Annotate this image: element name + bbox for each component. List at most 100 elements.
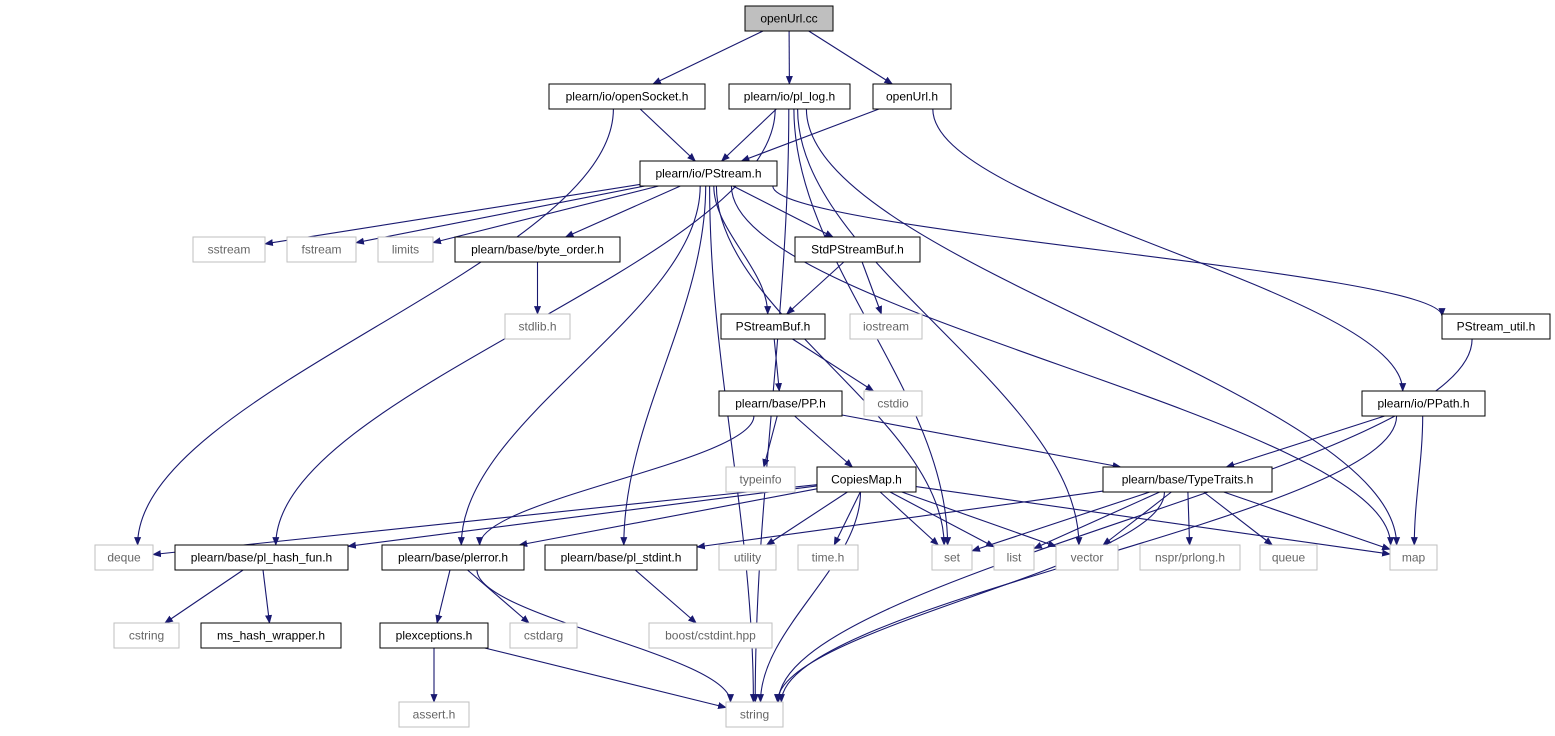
node-box	[379, 622, 489, 649]
edge-StdPStreamBuf_h-to-iostream	[861, 261, 882, 315]
edge-TypeTraits_h-to-set	[971, 491, 1150, 552]
node-box	[1102, 466, 1273, 493]
edge-CopiesMap_h-to-map	[915, 486, 1391, 557]
node-pl-stdint-h[interactable]: plearn/base/pl_stdint.h	[544, 544, 698, 571]
node-boost-cstdint-hpp: boost/cstdint.hpp	[648, 622, 773, 649]
node-box	[863, 390, 923, 417]
node-label: plearn/base/byte_order.h	[471, 243, 604, 257]
node-box	[94, 544, 154, 571]
node-label: plearn/io/PStream.h	[655, 167, 761, 181]
node-nspr-prlong-h: nspr/prlong.h	[1139, 544, 1241, 571]
node-vector: vector	[1055, 544, 1119, 571]
node-label: openUrl.cc	[760, 12, 817, 26]
node-CopiesMap-h[interactable]: CopiesMap.h	[816, 466, 917, 493]
edge-openUrl_cc-to-openUrl_h	[808, 30, 894, 85]
edge-CopiesMap_h-to-list	[889, 491, 995, 548]
node-label: iostream	[863, 320, 909, 334]
edge-openSocket_h-to-PStream_h	[639, 108, 696, 162]
edge-PStream_h-to-map	[730, 185, 1395, 546]
node-utility: utility	[718, 544, 777, 571]
node-box	[639, 160, 778, 187]
node-label: PStreamBuf.h	[736, 320, 811, 334]
node-label: fstream	[301, 243, 341, 257]
edge-openUrl_h-to-PPath_h	[932, 108, 1407, 392]
node-label: map	[1402, 551, 1426, 565]
edge-PP_h-to-CopiesMap_h	[794, 415, 854, 468]
edge-PP_h-to-plerror_h	[476, 415, 755, 546]
edge-plerror_h-to-plexceptions_h	[435, 569, 451, 624]
node-byte-order-h[interactable]: plearn/base/byte_order.h	[454, 236, 621, 263]
node-box	[1259, 544, 1318, 571]
node-label: plearn/io/PPath.h	[1377, 397, 1469, 411]
edge-pl_hash_fun_h-to-cstring	[164, 569, 244, 624]
node-box	[728, 83, 851, 110]
edge-PStreamBuf_h-to-PP_h	[773, 338, 783, 392]
edge-TypeTraits_h-to-vector	[1102, 491, 1172, 546]
node-box	[381, 544, 525, 571]
edge-plerror_h-to-cstdarg	[467, 569, 530, 624]
node-StdPStreamBuf-h[interactable]: StdPStreamBuf.h	[794, 236, 921, 263]
node-openUrl-cc[interactable]: openUrl.cc	[744, 5, 834, 32]
node-box	[718, 544, 777, 571]
node-label: string	[740, 708, 769, 722]
node-box	[993, 544, 1035, 571]
edge-PPath_h-to-map	[1410, 415, 1424, 546]
node-box	[648, 622, 773, 649]
node-label: utility	[734, 551, 761, 565]
node-PStreamBuf-h[interactable]: PStreamBuf.h	[720, 313, 826, 340]
node-openUrl-h[interactable]: openUrl.h	[872, 83, 952, 110]
node-label: StdPStreamBuf.h	[811, 243, 904, 257]
dependency-edges	[134, 30, 1473, 710]
node-sstream: sstream	[192, 236, 266, 263]
node-label: cstring	[129, 629, 164, 643]
node-TypeTraits-h[interactable]: plearn/base/TypeTraits.h	[1102, 466, 1273, 493]
node-PStream-util-h[interactable]: PStream_util.h	[1441, 313, 1551, 340]
node-plerror-h[interactable]: plearn/base/plerror.h	[381, 544, 525, 571]
dependency-nodes: openUrl.cc plearn/io/openSocket.h plearn/i…	[94, 5, 1551, 728]
node-label: plearn/base/TypeTraits.h	[1122, 473, 1254, 487]
node-string: string	[725, 701, 784, 728]
edge-CopiesMap_h-to-string	[756, 491, 862, 703]
edge-CopiesMap_h-to-time_h	[833, 491, 861, 546]
node-label: cstdio	[877, 397, 909, 411]
node-time-h: time.h	[797, 544, 859, 571]
node-box	[1441, 313, 1551, 340]
edge-pl_log_h-to-PStream_h	[720, 108, 777, 162]
node-label: limits	[392, 243, 419, 257]
edge-TypeTraits_h-to-nspr_prlong_h	[1185, 491, 1193, 546]
node-PPath-h[interactable]: plearn/io/PPath.h	[1361, 390, 1486, 417]
node-PStream-h[interactable]: plearn/io/PStream.h	[639, 160, 778, 187]
node-box	[286, 236, 357, 263]
node-ms-hash-wrapper-h[interactable]: ms_hash_wrapper.h	[200, 622, 342, 649]
node-typeinfo: typeinfo	[725, 466, 796, 493]
node-box	[200, 622, 342, 649]
node-PP-h[interactable]: plearn/base/PP.h	[718, 390, 843, 417]
edge-PP_h-to-typeinfo	[762, 415, 778, 468]
node-box	[377, 236, 434, 263]
edge-PP_h-to-TypeTraits_h	[841, 414, 1122, 470]
node-label: set	[944, 551, 961, 565]
edge-PPath_h-to-TypeTraits_h	[1225, 415, 1385, 468]
node-openSocket-h[interactable]: plearn/io/openSocket.h	[548, 83, 706, 110]
node-box	[849, 313, 923, 340]
node-label: list	[1007, 551, 1022, 565]
edge-openSocket_h-to-deque	[134, 108, 614, 546]
edge-openUrl_cc-to-openSocket_h	[652, 30, 764, 85]
node-box	[1139, 544, 1241, 571]
node-stdlib-h: stdlib.h	[504, 313, 571, 340]
node-pl-hash-fun-h[interactable]: plearn/base/pl_hash_fun.h	[174, 544, 349, 571]
edge-PStream_h-to-set	[715, 185, 948, 546]
node-label: CopiesMap.h	[831, 473, 902, 487]
edge-PStream_h-to-byte_order_h	[564, 185, 681, 238]
node-pl-log-h[interactable]: plearn/io/pl_log.h	[728, 83, 851, 110]
edge-CopiesMap_h-to-vector	[901, 491, 1057, 548]
node-fstream: fstream	[286, 236, 357, 263]
edge-PStream_h-to-plerror_h	[457, 185, 701, 546]
edge-PStreamBuf_h-to-cstdio	[792, 338, 875, 392]
node-plexceptions-h[interactable]: plexceptions.h	[379, 622, 489, 649]
node-deque: deque	[94, 544, 154, 571]
node-box	[174, 544, 349, 571]
node-box	[192, 236, 266, 263]
node-box	[718, 390, 843, 417]
node-box	[725, 466, 796, 493]
